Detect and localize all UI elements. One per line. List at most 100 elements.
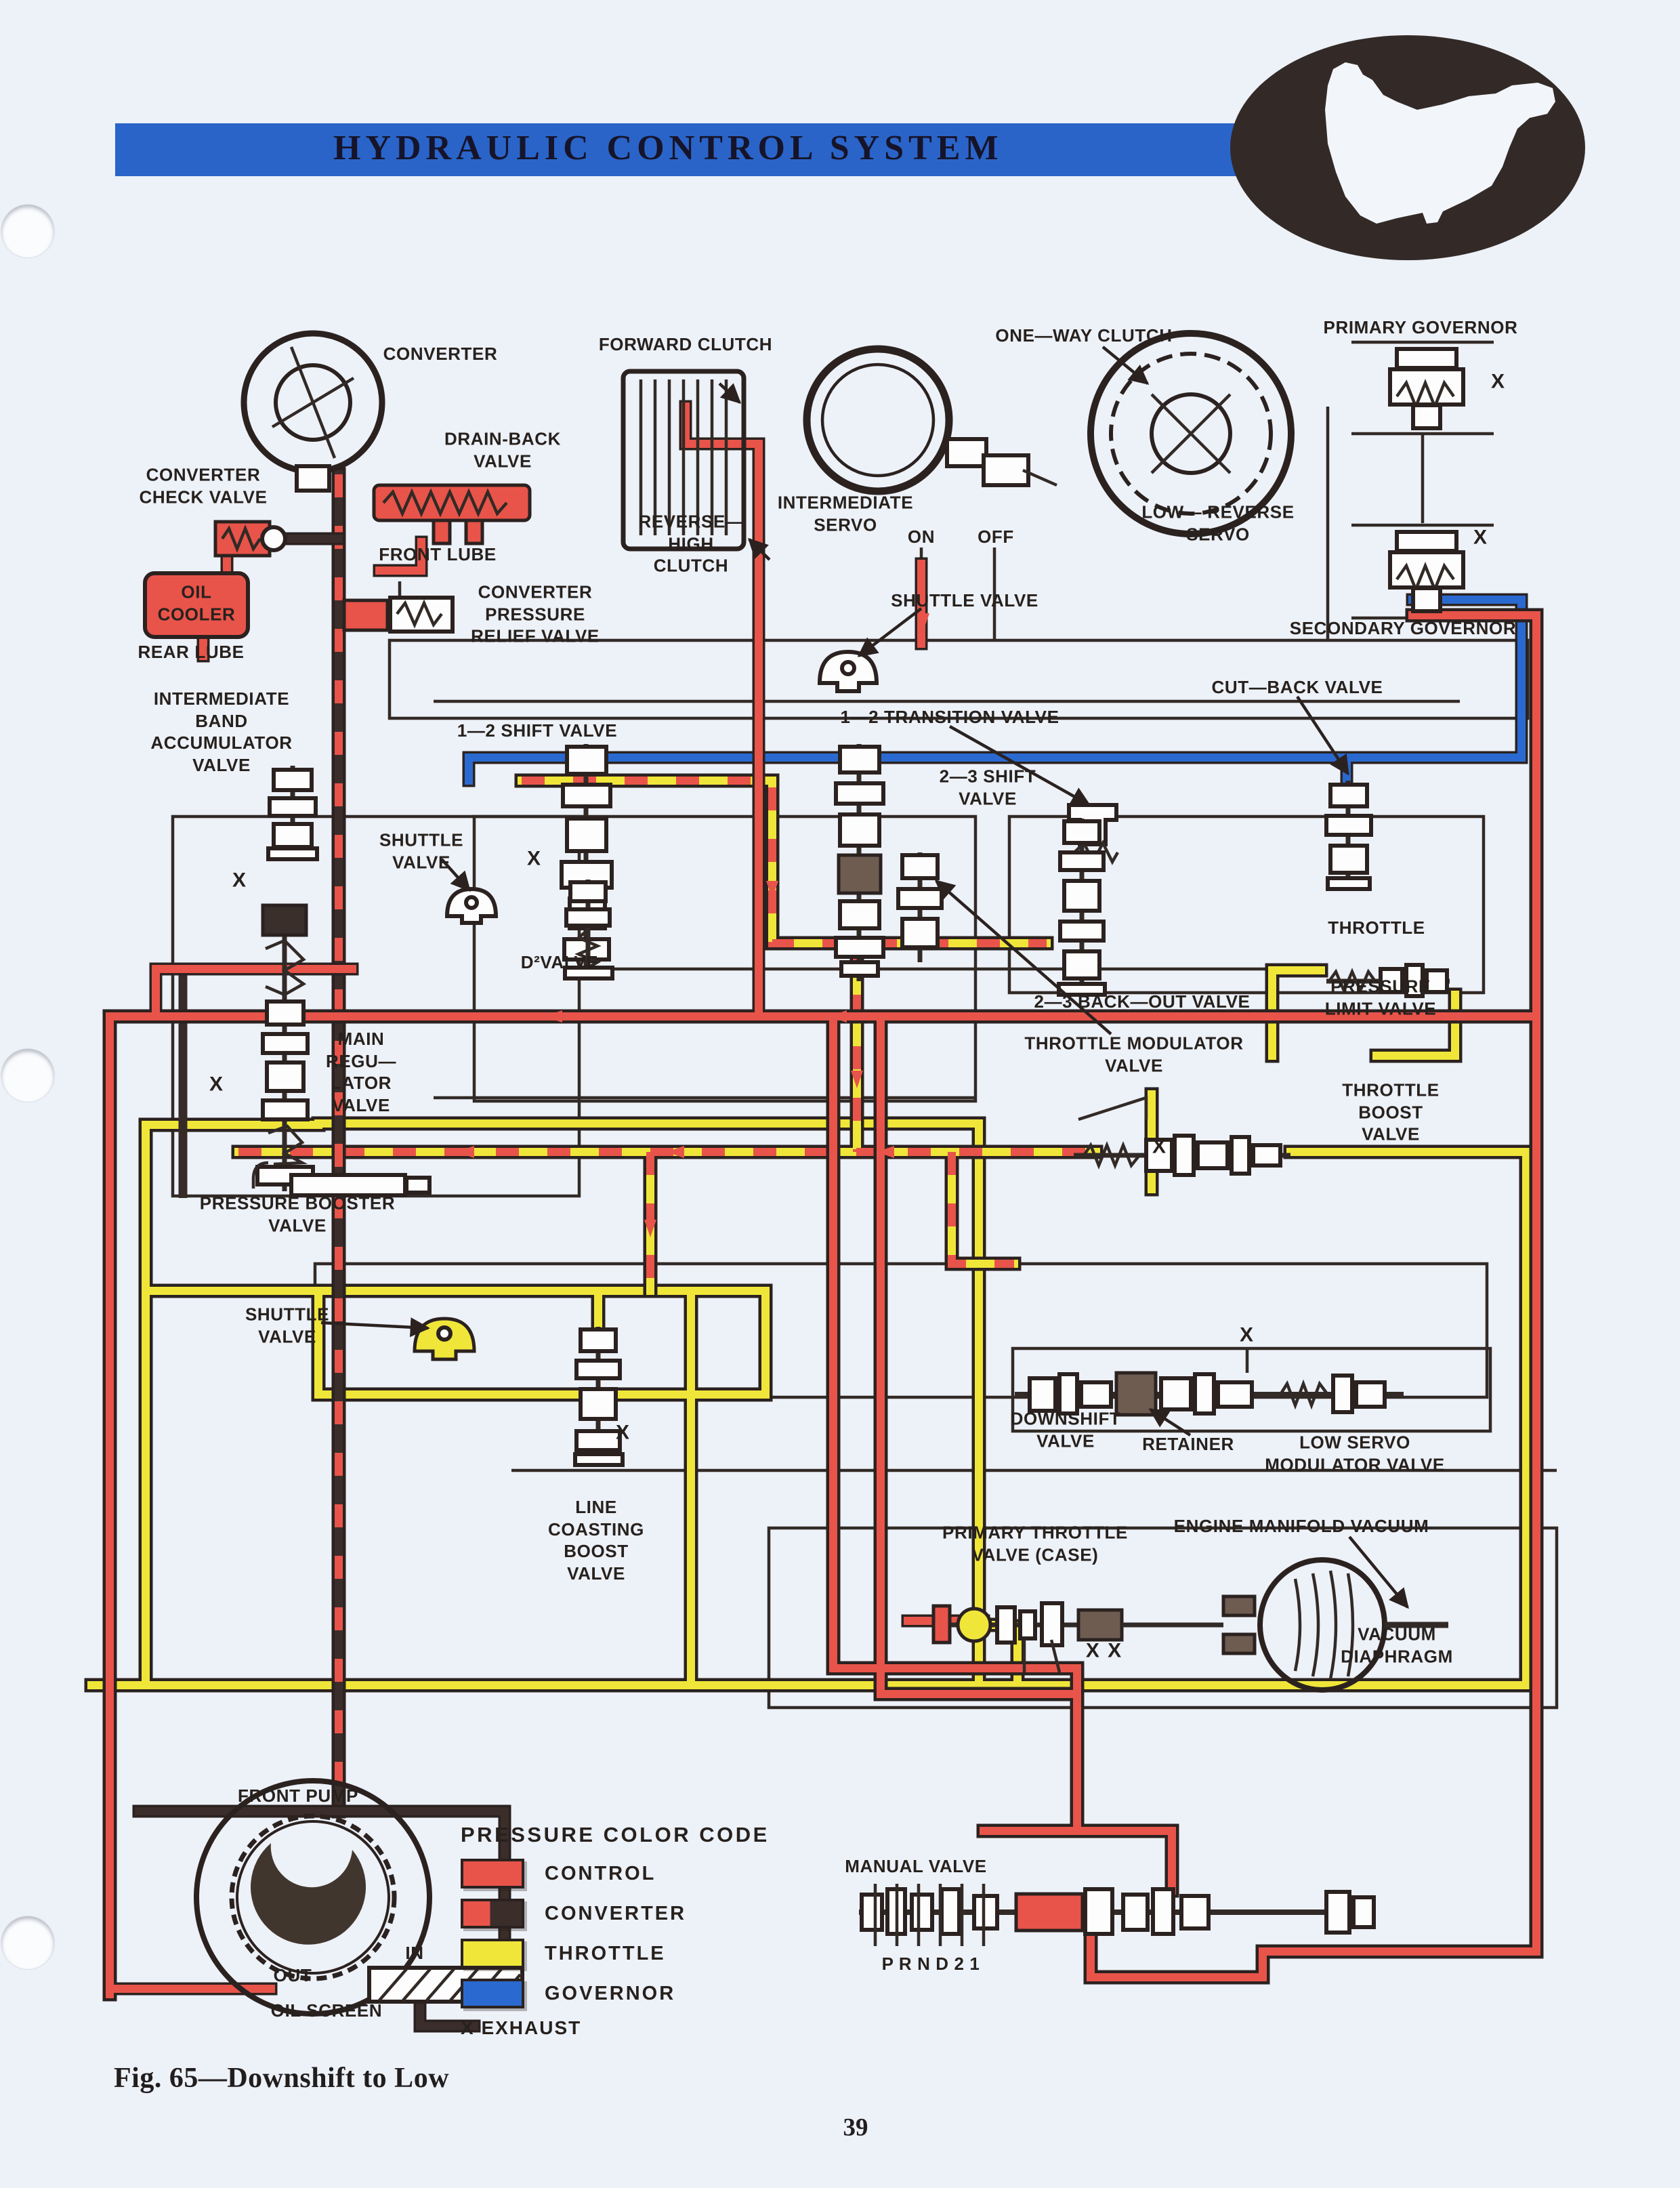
transmission-logo [1219,15,1599,279]
label-reverse-high-clutch: REVERSE— HIGH CLUTCH [638,511,744,576]
converter-pressure-relief-valve-glyph [342,596,455,634]
label-pump-out: OUT [273,1964,312,1985]
shuttle-valve-top-glyph [817,649,879,693]
label-x-primary-governor: X [1490,370,1507,393]
label-x-primary-throttle: X X [1085,1639,1123,1662]
front-pump-glyph [194,1778,432,2017]
label-low-servo-modulator-valve: LOW SERVO MODULATOR VALVE [1265,1432,1445,1475]
label-shift-valve-1-2: 1—2 SHIFT VALVE [457,720,618,741]
label-x-throttle-boost: X [1152,1135,1168,1158]
figure-caption: Fig. 65—Downshift to Low [114,2063,450,2094]
downshift-low-servo-assembly-glyph [1015,1371,1404,1417]
label-transition-valve-1-2: 1—2 TRANSITION VALVE [840,706,1059,727]
label-forward-clutch: FORWARD CLUTCH [598,333,773,354]
back-out-valve-2-3-glyph [1057,819,1107,997]
label-x-accumulator: X [232,869,248,892]
d2-valve-glyph [563,880,614,981]
legend-title: PRESSURE COLOR CODE [461,1823,770,1846]
label-oil-screen: OIL SCREEN [270,2000,383,2021]
converter-glyph [240,330,385,493]
line-coasting-boost-valve-glyph [573,1327,625,1467]
legend-swatch-control [461,1859,524,1888]
legend-item-control: CONTROL [461,1859,840,1888]
manual-valve-glyph [859,1884,1376,1946]
legend-item-governor: GOVERNOR [461,1979,840,2008]
label-main-regulator-valve: MAIN REGU— LATOR VALVE [325,1029,397,1115]
punch-hole [1,1916,54,1969]
label-x-shift-1-2: X [526,847,543,870]
label-d2-valve: D²VALVE [520,951,599,972]
transmission-silhouette-icon [1325,62,1555,224]
legend-label-governor: GOVERNOR [545,1982,676,2004]
converter-check-valve-glyph [213,520,287,558]
label-shift-valve-2-3: 2—3 SHIFT VALVE [939,766,1036,809]
label-primary-governor: PRIMARY GOVERNOR [1323,316,1518,337]
label-converter: CONVERTER [383,343,498,364]
label-secondary-governor: SECONDARY GOVERNOR [1289,617,1517,638]
label-back-out-valve-2-3: 2—3 BACK—OUT VALVE [1034,991,1251,1012]
passage-lines [171,340,1559,1710]
label-servo-off: OFF [978,526,1014,547]
label-vacuum-diaphragm: VACUUM DIAPHRAGM [1341,1624,1453,1667]
page-title: HYDRAULIC CONTROL SYSTEM [333,129,1003,168]
label-primary-throttle-valve: PRIMARY THROTTLE VALVE (CASE) [942,1522,1128,1565]
throttle-modulator-valve-glyph [896,852,944,962]
cut-back-valve-glyph [1324,781,1373,891]
vacuum-diaphragm-glyph [1122,1557,1448,1693]
flow-arrows [457,613,929,1237]
one-way-clutch-glyph [1087,330,1295,537]
label-x-secondary-governor: X [1473,526,1489,549]
pressure-booster-valve-glyph [251,1161,432,1197]
legend-items: CONTROL CONVERTER THROTTLE GOVERNOR [461,1859,840,2008]
shift-valve-2-3-glyph [834,744,885,981]
legend-swatch-converter [461,1899,524,1928]
legend-swatch-throttle [461,1939,524,1968]
legend-label-throttle: THROTTLE [545,1942,666,1964]
forward-clutch-glyph [621,369,771,561]
label-front-pump: FRONT PUMP [238,1785,358,1806]
primary-throttle-valve-glyph [931,1601,1152,1673]
label-x-low-servo: X [1239,1323,1255,1346]
label-front-lube: FRONT LUBE [379,543,497,564]
punch-hole [1,205,54,257]
label-pressure-booster-valve: PRESSURE BOOSTER VALVE [199,1193,396,1236]
oil-cooler-glyph [143,571,250,639]
label-low-reverse-servo: LOW— REVERSE SERVO [1141,501,1295,545]
label-throttle-modulator-valve: THROTTLE MODULATOR VALVE [1024,1033,1244,1076]
label-pointers [320,607,1409,1609]
label-throttle-limit-throttle: THROTTLE [1328,917,1425,938]
legend-exhaust-note: X EXHAUST [461,2017,582,2038]
label-pump-in: IN [405,1942,424,1963]
label-throttle-boost-valve: THROTTLE BOOST VALVE [1342,1079,1440,1144]
shuttle-valve-lower-glyph [413,1317,476,1361]
label-downshift-valve: DOWNSHIFT VALVE [1010,1408,1121,1451]
label-shuttle-valve-mid: SHUTTLE VALVE [379,829,464,873]
legend-label-converter: CONVERTER [545,1902,687,1924]
label-engine-manifold-vacuum: ENGINE MANIFOLD VACUUM [1173,1515,1429,1536]
pipes-throttle [84,963,1534,1693]
throttle-pressure-limit-valve-glyph [1326,963,1450,998]
label-intermediate-servo: INTERMEDIATE SERVO [777,492,914,535]
label-converter-check-valve: CONVERTER CHECK VALVE [139,464,268,508]
label-retainer: RETAINER [1142,1433,1234,1454]
shuttle-valve-mid-glyph [444,886,499,925]
label-line-coasting-boost-valve: LINE COASTING BOOST VALVE [547,1497,645,1584]
legend-swatch-governor [461,1979,524,2008]
label-drain-back-valve: DRAIN-BACK VALVE [444,428,562,472]
primary-governor-glyph [1388,347,1465,430]
label-cut-back-valve: CUT—BACK VALVE [1211,676,1383,697]
label-one-way-clutch: ONE—WAY CLUTCH [995,325,1173,346]
throttle-boost-valve-glyph [1074,1095,1290,1177]
label-servo-on: ON [907,526,936,547]
legend-item-throttle: THROTTLE [461,1939,840,1968]
label-manual-valve: MANUAL VALVE [845,1855,987,1876]
label-shuttle-valve-lower: SHUTTLE VALVE [245,1304,330,1347]
label-x-main-regulator: X [209,1073,225,1096]
label-oil-cooler: OIL COOLER [157,581,236,625]
label-rear-lube: REAR LUBE [138,641,245,662]
drain-back-valve-glyph [372,483,532,545]
legend-label-control: CONTROL [545,1862,656,1884]
secondary-governor-glyph [1388,530,1465,613]
